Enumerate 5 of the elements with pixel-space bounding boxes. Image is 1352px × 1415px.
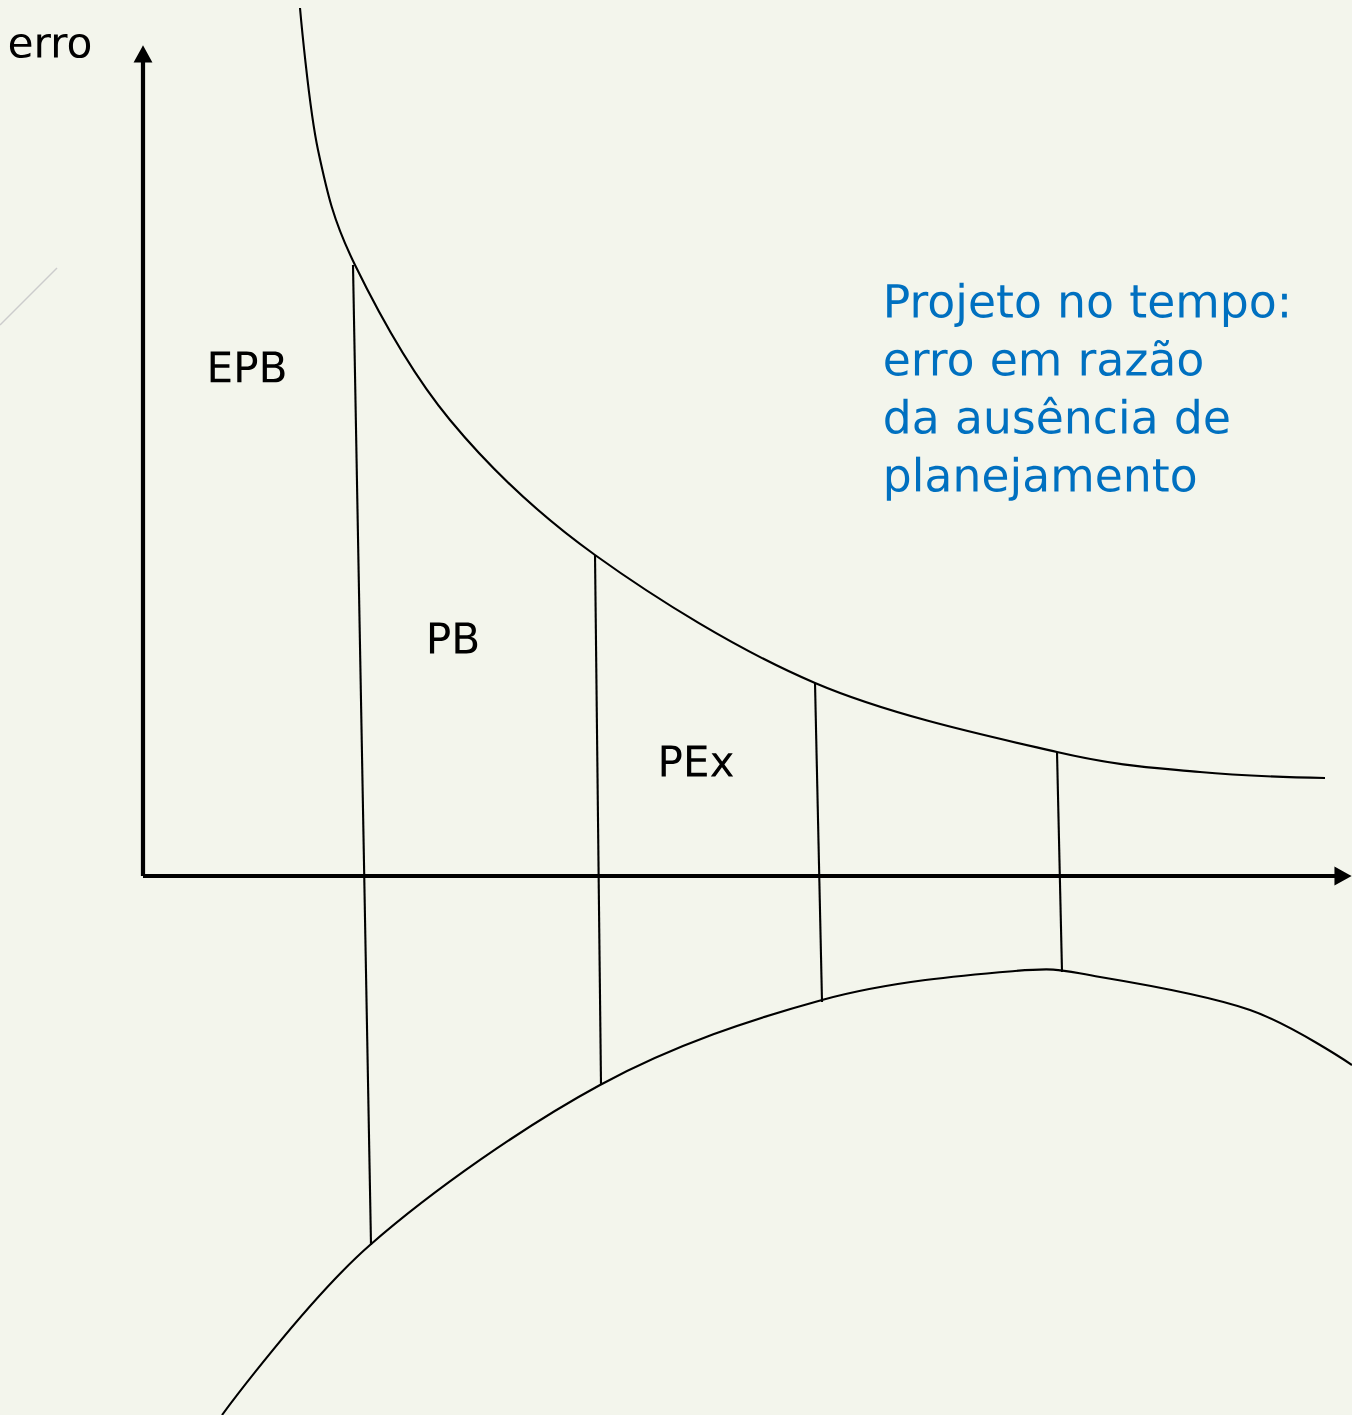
region-label: PB: [429, 622, 478, 654]
region-label: EPB: [210, 351, 285, 383]
axis-label: erro: [9, 33, 91, 59]
title: Projeto no tempo: erro em razão da ausência de planejamento: [885, 282, 1287, 501]
region-label: PEx: [661, 745, 734, 777]
